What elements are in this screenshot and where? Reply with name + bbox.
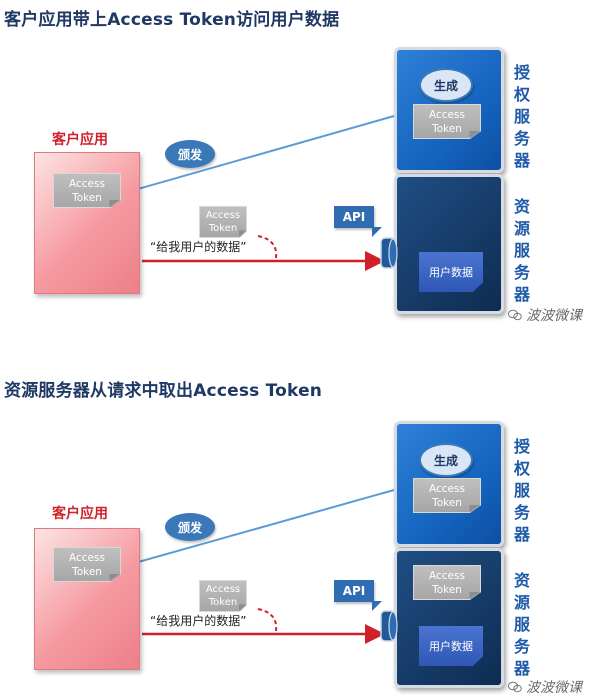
token-text-line2: Token [208,223,238,234]
generate-bubble: 生成 [419,68,473,102]
generate-label: 生成 [433,78,458,93]
resource-char: 源 [513,593,530,612]
generate-label: 生成 [433,453,458,468]
auth-server-label: 授 权 服 务 器 [512,436,532,546]
token-text-line2: Token [72,565,102,578]
resource-char: 资 [513,197,530,216]
token-text-line2: Token [432,122,462,135]
user-data-doc: 用户数据 [419,626,483,666]
token-text-line1: Access [429,108,465,121]
auth-access-token: Access Token [413,104,481,139]
generate-bubble: 生成 [419,443,473,477]
api-label: API [342,584,366,598]
token-text-line2: Token [72,191,102,204]
token-text-line1: Access [69,551,105,564]
issue-label: 颁发 [177,520,202,535]
api-tag: API [334,580,382,611]
issue-arrow [120,489,395,571]
issue-bubble: 颁发 [165,140,215,168]
wechat-icon [508,681,522,693]
client-access-token: Access Token [53,547,121,582]
token-text-line2: Token [432,496,462,509]
auth-char: 务 [513,129,530,148]
token-attach-curve [257,235,278,259]
api-port-cylinder [380,610,398,642]
client-app-box [34,152,140,294]
token-text-line1: Access [205,584,241,595]
auth-char: 服 [513,107,530,126]
auth-char: 服 [513,481,530,500]
token-text-line1: Access [69,177,105,190]
issue-arrow [120,115,395,198]
request-quote: “给我用户的数据” [150,614,247,628]
api-label: API [342,210,366,224]
token-text-line2: Token [432,583,462,596]
resource-char: 务 [513,637,530,656]
auth-char: 授 [513,437,530,456]
request-quote: “给我用户的数据” [150,240,247,254]
token-text-line2: Token [208,597,238,608]
resource-char: 器 [513,285,530,304]
resource-char: 源 [513,219,530,238]
auth-access-token: Access Token [413,478,481,513]
auth-server-label: 授 权 服 务 器 [512,62,532,172]
client-access-token: Access Token [53,173,121,208]
token-attach-curve [257,608,278,632]
section-title: 客户应用带上Access Token访问用户数据 [4,10,340,30]
client-app-label: 客户应用 [52,132,108,148]
wechat-icon [508,309,522,321]
api-port-cylinder [380,237,398,269]
resource-server-label: 资 源 服 务 器 [512,196,532,306]
token-text-line1: Access [429,569,465,582]
extracted-access-token: Access Token [413,565,481,600]
request-access-token: Access Token [199,206,247,238]
issue-label: 颁发 [177,147,202,162]
auth-char: 权 [513,459,530,478]
user-data-doc: 用户数据 [419,252,483,292]
client-app-label: 客户应用 [52,506,108,522]
auth-char: 务 [513,503,530,522]
connector-arrows [120,115,395,271]
section-title: 资源服务器从请求中取出Access Token [4,381,323,401]
auth-char: 器 [513,151,530,170]
auth-char: 授 [513,63,530,82]
api-tag: API [334,206,382,237]
auth-char: 权 [513,85,530,104]
watermark: 波波微课 [526,680,582,696]
user-data-label: 用户数据 [429,640,473,653]
resource-char: 服 [513,241,530,260]
resource-char: 服 [513,615,530,634]
resource-char: 器 [513,659,530,678]
request-access-token: Access Token [199,580,247,612]
token-text-line1: Access [429,482,465,495]
resource-char: 务 [513,263,530,282]
resource-char: 资 [513,571,530,590]
issue-bubble: 颁发 [165,513,215,541]
auth-char: 器 [513,525,530,544]
watermark: 波波微课 [526,308,582,324]
user-data-label: 用户数据 [429,266,473,279]
resource-server-label: 资 源 服 务 器 [512,570,532,680]
token-text-line1: Access [205,210,241,221]
